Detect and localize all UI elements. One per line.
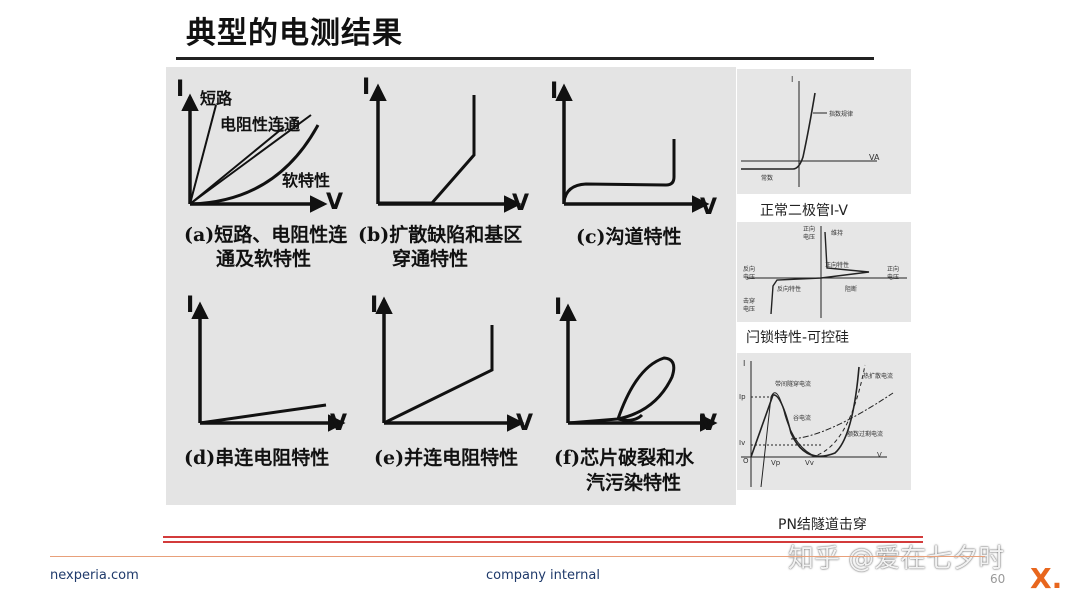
red-divider-bottom	[163, 541, 923, 543]
slide-title: 典型的电测结果	[186, 16, 403, 51]
tunnel-tunnel-curve	[760, 392, 818, 488]
latchup-label-forward-right: 正向	[887, 266, 900, 273]
latchup-drawing	[747, 226, 907, 318]
latchup-label-reverse: 反向	[743, 266, 756, 273]
panel-a-caption-line2: 通及软特性	[216, 248, 312, 270]
panel-d-y-label: I	[186, 293, 195, 318]
panel-d-caption: (d)串连电阻特性	[184, 447, 330, 469]
panel-a-short-curve	[189, 104, 217, 205]
panel-c-caption: (c)沟道特性	[576, 226, 682, 248]
panel-a-soft-curve	[189, 124, 320, 206]
panel-e-caption: (e)并连电阻特性	[374, 447, 519, 469]
panel-d-x-label: V	[330, 411, 348, 436]
panel-d-curve	[199, 403, 327, 425]
normal-diode-figure: I VA 指数规律 常数	[737, 69, 911, 194]
latchup-curve	[770, 231, 870, 315]
tunnel-vv-label: Vv	[805, 459, 814, 467]
tunnel-origin-label: O	[743, 457, 749, 465]
normal-diode-curve	[741, 92, 816, 170]
tunnel-total-curve	[750, 366, 860, 458]
panel-f-curve	[567, 356, 676, 425]
latchup-label-forward-char: 正向特性	[825, 262, 850, 269]
tunnel-band-label: 带间隧穿电流	[775, 381, 812, 388]
panel-a-resistive-label: 电阻性连通	[220, 115, 301, 134]
tunnel-y-label: I	[743, 359, 746, 368]
panel-b-y-label: I	[362, 75, 371, 100]
panel-a-short-label: 短路	[200, 89, 233, 108]
panel-c-curve	[562, 139, 676, 203]
panel-a-y-label: I	[176, 77, 185, 102]
normal-diode-caption: 正常二极管I-V	[760, 203, 848, 219]
panel-f-caption-line2: 汽污染特性	[586, 472, 682, 494]
tunnel-figure: I Ip Iv O Vp Vv V 带间隧穿电流 热扩散电流 谷电流 额数过剩电…	[737, 353, 911, 490]
iv-curves-drawing	[181, 83, 718, 432]
footer-rule	[50, 556, 985, 557]
tunnel-thermal-label: 热扩散电流	[863, 373, 894, 380]
panel-a-resistive-curve-2	[189, 114, 312, 205]
normal-diode-y-label: I	[791, 75, 794, 84]
latchup-label-voltage-bottom: 电压	[743, 306, 756, 313]
footer-left: nexperia.com	[50, 568, 139, 583]
latchup-caption: 闩锁特性-可控硅	[746, 330, 850, 346]
latchup-label-voltage-top: 电压	[803, 234, 816, 241]
panel-b-x-label: V	[512, 191, 530, 216]
page-number: 60	[990, 572, 1006, 586]
panel-b-caption-line1: (b)扩散缺陷和基区	[358, 224, 523, 246]
tunnel-x-label: V	[877, 451, 882, 459]
latchup-label-block: 阻断	[845, 286, 858, 293]
latchup-label-voltage-left: 电压	[743, 274, 756, 281]
tunnel-diffusion-curve	[810, 364, 866, 458]
tunnel-excess-curve	[790, 392, 894, 440]
panel-a-x-label: V	[326, 190, 344, 215]
normal-diode-exp-label: 指数规律	[829, 111, 854, 118]
tunnel-caption: PN结隧道击穿	[778, 517, 867, 533]
title-underline	[176, 57, 874, 60]
tunnel-ip-label: Ip	[739, 393, 746, 401]
red-divider-top	[163, 536, 923, 538]
nexperia-logo: X.	[1030, 562, 1063, 595]
tunnel-excess-label: 额数过剩电流	[847, 431, 884, 438]
panel-b-curve	[378, 95, 476, 205]
panel-c-y-label: I	[550, 79, 559, 104]
footer-center: company internal	[486, 568, 600, 583]
normal-diode-const-label: 常数	[761, 175, 774, 182]
panel-f-y-label: I	[554, 295, 563, 320]
latchup-label-breakdown: 击穿	[743, 298, 756, 305]
tunnel-drawing	[741, 361, 894, 488]
panel-e-y-label: I	[370, 293, 379, 318]
panel-a-resistive-curve-1	[189, 126, 285, 205]
panel-b-caption-line2: 穿通特性	[392, 248, 469, 270]
panel-f-x-label: V	[700, 411, 718, 436]
panel-c-x-label: V	[700, 195, 718, 220]
latchup-label-reverse-char: 反向特性	[777, 286, 802, 293]
iv-curves-figure: I V I V I V I V I V I V 短路 电阻性连通 软特性 (a)…	[166, 67, 736, 505]
tunnel-vp-label: Vp	[771, 459, 781, 467]
panel-e-curve	[383, 325, 494, 425]
tunnel-iv-label: Iv	[739, 439, 746, 447]
watermark: 知乎 @爱在七夕时	[788, 544, 1005, 574]
latchup-figure: 正向 电压 维持 反向 电压 正向 电压 反向特性 正向特性 阻断 击穿 电压	[737, 222, 911, 322]
panel-a-caption-line1: (a)短路、电阻性连	[184, 224, 348, 246]
normal-diode-x-label: VA	[869, 153, 880, 162]
latchup-label-voltage-right: 电压	[887, 274, 900, 281]
latchup-label-hold: 维持	[831, 230, 844, 237]
panel-f-caption-line1: (f)芯片破裂和水	[554, 447, 695, 469]
tunnel-valley-label: 谷电流	[793, 415, 812, 422]
panel-a-soft-label: 软特性	[282, 171, 331, 190]
normal-diode-drawing	[741, 81, 877, 187]
panel-e-x-label: V	[516, 411, 534, 436]
latchup-label-forward: 正向	[803, 226, 816, 233]
